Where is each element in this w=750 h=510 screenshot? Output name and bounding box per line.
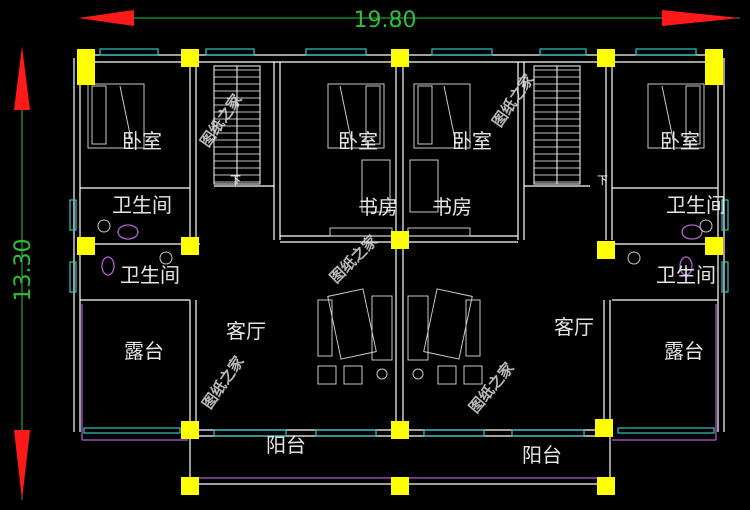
arrow-up-icon [14, 46, 30, 110]
column-icon [181, 421, 199, 439]
watermarks: 图纸之家 图纸之家 图纸之家 图纸之家 图纸之家 [197, 71, 538, 417]
sofa-set-icon [317, 288, 393, 385]
room-label-study-1: 书房 [358, 195, 398, 219]
watermark: 图纸之家 [465, 359, 517, 417]
column-icon [77, 67, 95, 85]
arrow-right-icon [662, 10, 740, 26]
column-icon [705, 237, 723, 255]
room-label-balcony-1: 阳台 [266, 433, 306, 457]
column-icon [597, 477, 615, 495]
arrow-down-icon [14, 430, 30, 500]
terrace-railing [81, 304, 717, 479]
watermark: 图纸之家 [199, 353, 248, 412]
column-icon [391, 231, 409, 249]
watermark: 图纸之家 [326, 232, 381, 287]
watermark: 图纸之家 [197, 91, 246, 150]
column-icon [181, 477, 199, 495]
sofa-set-icon [407, 288, 483, 385]
desk-icon [361, 159, 439, 213]
sink-icon [97, 219, 713, 265]
column-icon [597, 49, 615, 67]
stair-down-label-left: 下 [230, 174, 241, 187]
column-icon [705, 49, 723, 67]
column-icon [391, 421, 409, 439]
room-label-bath-4: 卫生间 [656, 263, 716, 287]
watermark: 图纸之家 [489, 71, 538, 130]
room-label-living-2: 客厅 [554, 315, 594, 339]
room-label-study-2: 书房 [432, 195, 472, 219]
column-icon [705, 67, 723, 85]
column-icon [77, 237, 95, 255]
room-labels: 卧室 卧室 卧室 卧室 书房 书房 卫生间 卫生间 卫生间 卫生间 客厅 客厅 … [112, 129, 726, 467]
bed-icon [647, 83, 705, 149]
column-icon [181, 49, 199, 67]
windows [69, 48, 729, 437]
arrow-left-icon [78, 10, 134, 26]
dimension-height: 13.30 [11, 46, 36, 500]
room-label-bath-1: 卫生间 [112, 193, 172, 217]
column-icon [597, 241, 615, 259]
room-label-bedroom-1: 卧室 [122, 129, 162, 153]
stair-right [533, 65, 581, 185]
stair-left [213, 65, 261, 185]
column-icon [391, 477, 409, 495]
column-icon [181, 237, 199, 255]
room-label-terrace-1: 露台 [124, 339, 164, 363]
height-dimension-label: 13.30 [11, 239, 36, 302]
bed-icon [327, 83, 385, 149]
room-label-bedroom-4: 卧室 [660, 129, 700, 153]
room-label-bath-3: 卫生间 [120, 263, 180, 287]
bed-icon [413, 83, 471, 149]
column-icon [595, 419, 613, 437]
room-label-bedroom-2: 卧室 [338, 129, 378, 153]
width-dimension-label: 19.80 [354, 8, 417, 33]
dimension-width: 19.80 [78, 8, 740, 33]
room-label-balcony-2: 阳台 [522, 443, 562, 467]
room-label-bath-2: 卫生间 [666, 193, 726, 217]
structural-columns [77, 49, 723, 495]
room-label-living-1: 客厅 [226, 319, 266, 343]
toilet-icon [101, 224, 703, 276]
stair-down-label-right: 下 [597, 174, 608, 187]
column-icon [77, 49, 95, 67]
room-label-bedroom-3: 卧室 [452, 129, 492, 153]
column-icon [391, 49, 409, 67]
bed-icon [87, 83, 145, 149]
room-label-terrace-2: 露台 [664, 339, 704, 363]
